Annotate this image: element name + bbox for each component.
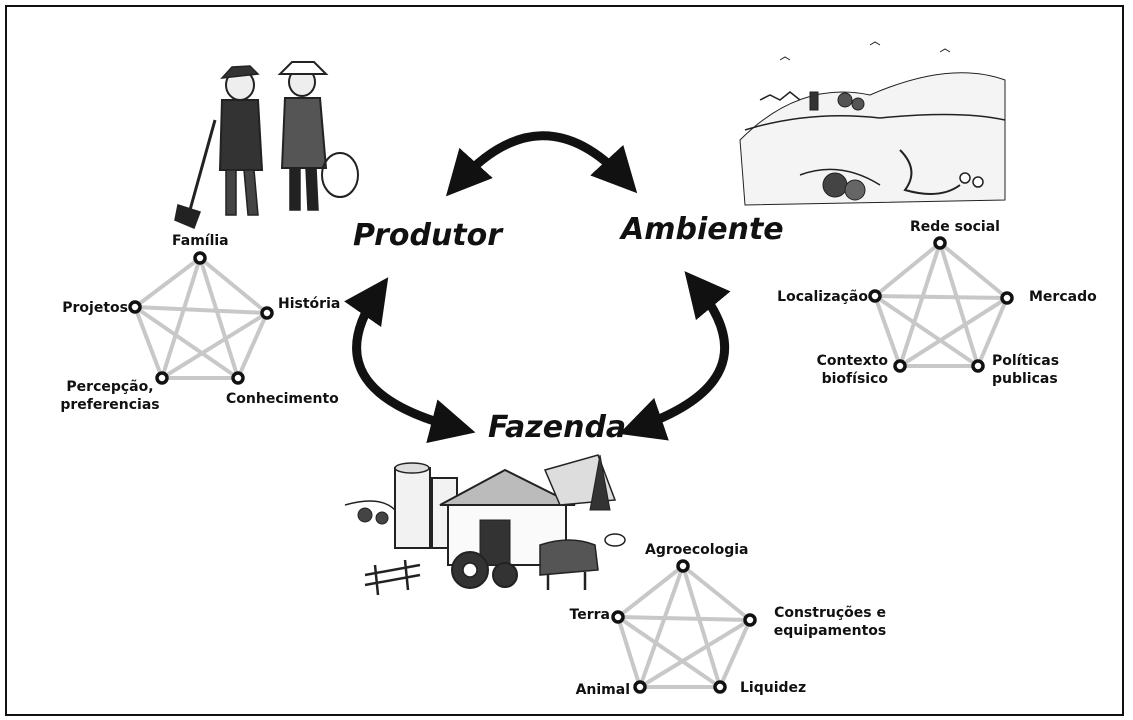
label-mercado: Mercado xyxy=(1029,289,1097,305)
fazenda-factor-nodes xyxy=(611,559,757,694)
label-percepcao: Percepção, preferencias xyxy=(60,379,160,413)
label-conhecimento: Conhecimento xyxy=(226,391,339,407)
arrow-produtor-fazenda xyxy=(344,277,476,444)
fazenda-factor-web xyxy=(616,564,752,689)
node-rede-social xyxy=(933,236,947,250)
label-politicas-publicas: Políticas publicas xyxy=(992,353,1060,387)
label-animal: Animal xyxy=(575,682,630,698)
title-produtor: Produtor xyxy=(353,218,503,253)
label-terra: Terra xyxy=(569,607,610,623)
node-percepcao xyxy=(155,371,169,385)
node-agroecologia xyxy=(676,559,690,573)
node-politicas xyxy=(971,359,985,373)
node-projetos xyxy=(128,300,142,314)
node-mercado xyxy=(1000,291,1014,305)
label-liquidez: Liquidez xyxy=(740,680,807,696)
label-construcoes: Construções e equipamentos xyxy=(773,605,887,639)
ambiente-factor-nodes xyxy=(868,236,1014,373)
label-contexto-biofisico: Contexto biofísico xyxy=(816,353,888,387)
node-familia xyxy=(193,251,207,265)
farmers-illustration xyxy=(174,61,359,229)
node-construcoes xyxy=(743,613,757,627)
label-rede-social: Rede social xyxy=(910,219,1000,235)
farm-illustration xyxy=(344,454,626,596)
title-fazenda: Fazenda xyxy=(488,410,627,445)
node-historia xyxy=(260,306,274,320)
arrow-ambiente-fazenda xyxy=(618,271,731,441)
ambiente-factor-web xyxy=(873,241,1009,368)
node-terra xyxy=(611,610,625,624)
label-historia: História xyxy=(278,296,341,312)
node-contexto xyxy=(893,359,907,373)
produtor-factor-nodes xyxy=(128,251,274,385)
label-agroecologia: Agroecologia xyxy=(645,542,749,558)
label-localizacao: Localização xyxy=(777,289,868,305)
produtor-factor-web xyxy=(133,256,269,380)
node-localizacao xyxy=(868,289,882,303)
label-projetos: Projetos xyxy=(62,300,128,316)
node-animal xyxy=(633,680,647,694)
label-familia: Família xyxy=(172,233,229,249)
title-ambiente: Ambiente xyxy=(621,212,784,247)
arrow-produtor-ambiente xyxy=(445,131,638,197)
landscape-illustration xyxy=(739,41,1006,206)
node-conhecimento xyxy=(231,371,245,385)
node-liquidez xyxy=(713,680,727,694)
